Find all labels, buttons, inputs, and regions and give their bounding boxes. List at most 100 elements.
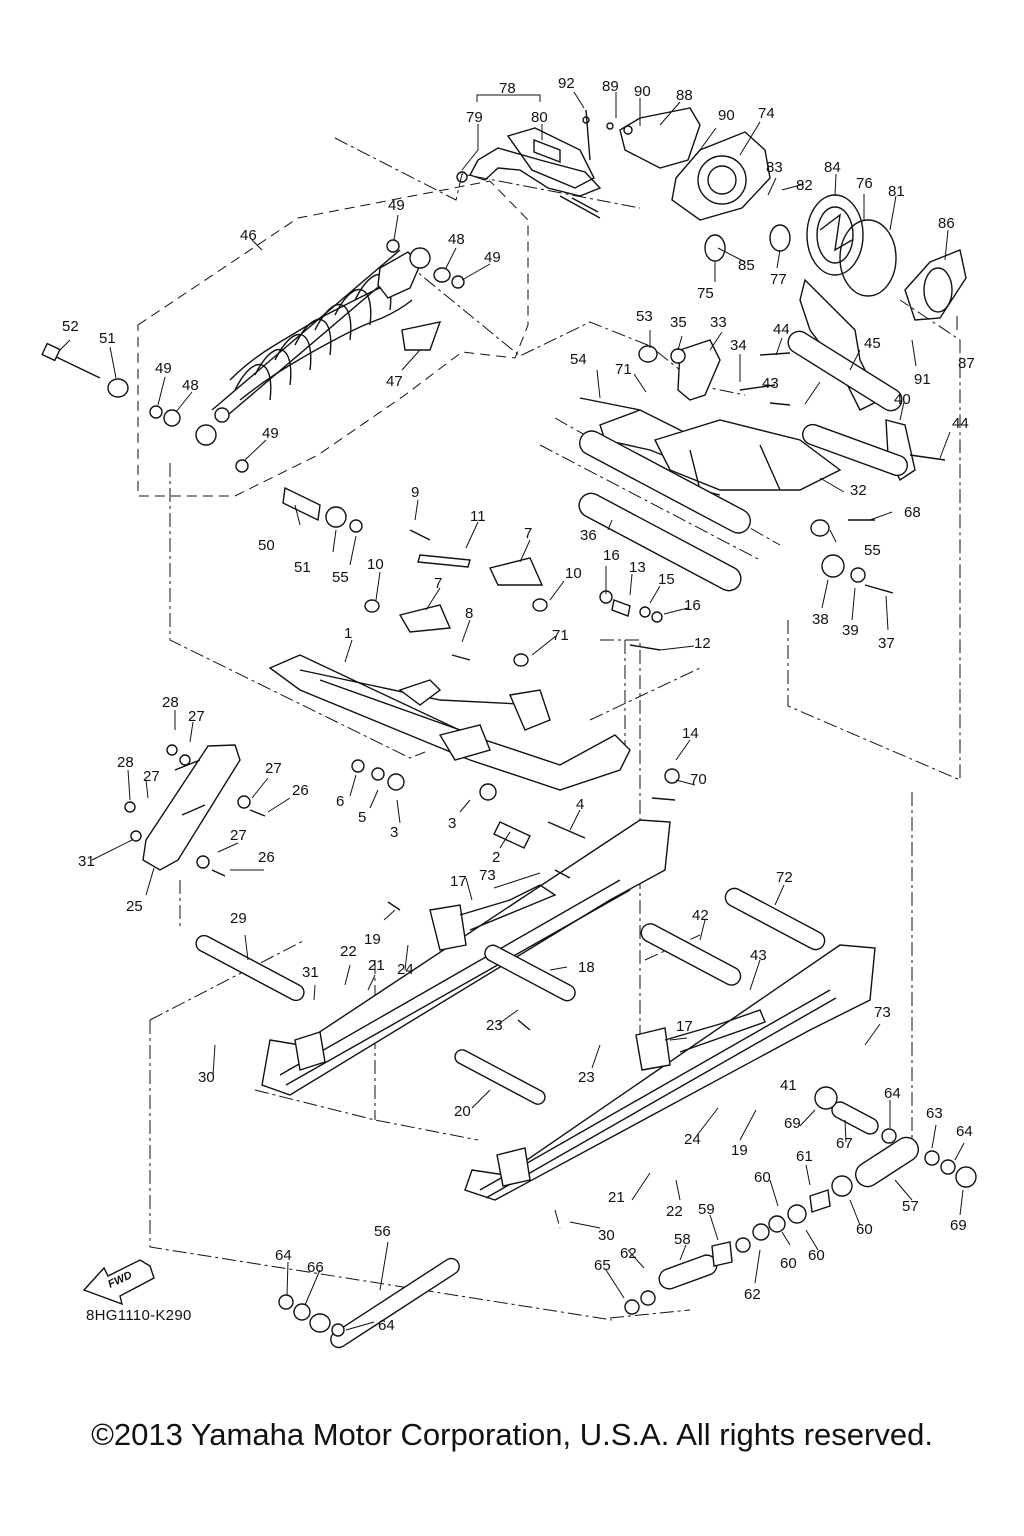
callout-75: 75 <box>697 285 714 302</box>
callout-26b: 26 <box>258 849 275 866</box>
callout-48: 48 <box>448 231 465 248</box>
callout-21b: 21 <box>608 1189 625 1206</box>
callout-44b: 44 <box>952 415 969 432</box>
callout-70: 70 <box>690 771 707 788</box>
callout-28: 28 <box>162 694 179 711</box>
callout-60d: 60 <box>780 1255 797 1272</box>
shock-mount-hardware <box>41 239 465 533</box>
callout-60c: 60 <box>808 1247 825 1264</box>
callout-27c: 27 <box>265 760 282 777</box>
rear-arm-assembly <box>578 278 946 594</box>
callout-64: 64 <box>884 1085 901 1102</box>
callout-51: 51 <box>99 330 116 347</box>
callout-30: 30 <box>198 1069 215 1086</box>
callout-62b: 62 <box>744 1286 761 1303</box>
callout-66: 66 <box>307 1259 324 1276</box>
callout-89: 89 <box>602 78 619 95</box>
callout-63: 63 <box>926 1105 943 1122</box>
callout-43b: 43 <box>750 947 767 964</box>
callout-86: 86 <box>938 215 955 232</box>
callout-59: 59 <box>698 1201 715 1218</box>
callout-3b: 3 <box>448 815 456 832</box>
callout-62: 62 <box>620 1245 637 1262</box>
callout-36: 36 <box>580 527 597 544</box>
callout-76: 76 <box>856 175 873 192</box>
callout-31b: 31 <box>302 964 319 981</box>
callout-52: 52 <box>62 318 79 335</box>
callout-54: 54 <box>570 351 587 368</box>
callout-74: 74 <box>758 105 775 122</box>
callout-87: 87 <box>958 355 975 372</box>
callout-56: 56 <box>374 1223 391 1240</box>
callout-90: 90 <box>634 83 651 100</box>
callout-22: 22 <box>340 943 357 960</box>
callout-39: 39 <box>842 622 859 639</box>
callout-41: 41 <box>780 1077 797 1094</box>
slide-rail-assembly <box>261 819 876 1201</box>
callout-73: 73 <box>479 867 496 884</box>
callout-51b: 51 <box>294 559 311 576</box>
callout-48b: 48 <box>182 377 199 394</box>
callout-16b: 16 <box>684 597 701 614</box>
callout-26: 26 <box>292 782 309 799</box>
callout-12: 12 <box>694 635 711 652</box>
callout-43: 43 <box>762 375 779 392</box>
callout-labels: 78 92 89 90 88 79 80 90 74 83 84 82 76 8… <box>62 75 975 1334</box>
callout-32: 32 <box>850 482 867 499</box>
callout-58: 58 <box>674 1231 691 1248</box>
callout-64c: 64 <box>275 1247 292 1264</box>
callout-82: 82 <box>796 177 813 194</box>
callout-83: 83 <box>766 159 783 176</box>
callout-84: 84 <box>824 159 841 176</box>
callout-31: 31 <box>78 853 95 870</box>
callout-71: 71 <box>615 361 632 378</box>
callout-92: 92 <box>558 75 575 92</box>
callout-72: 72 <box>776 869 793 886</box>
callout-8: 8 <box>465 605 473 622</box>
callout-30b: 30 <box>598 1227 615 1244</box>
callout-81: 81 <box>888 183 905 200</box>
callout-79: 79 <box>466 109 483 126</box>
diagram-reference-code: 8HG1110-K290 <box>86 1307 192 1324</box>
callout-6: 6 <box>336 793 344 810</box>
callout-17b: 17 <box>676 1018 693 1035</box>
callout-49: 49 <box>388 197 405 214</box>
callout-68: 68 <box>904 504 921 521</box>
callout-1: 1 <box>344 625 352 642</box>
drive-gear-housing <box>606 107 967 321</box>
callout-17: 17 <box>450 873 467 890</box>
callout-73b: 73 <box>874 1004 891 1021</box>
callout-40: 40 <box>894 391 911 408</box>
callout-29: 29 <box>230 910 247 927</box>
callout-9: 9 <box>411 484 419 501</box>
tension-hardware <box>278 1086 977 1337</box>
callout-37: 37 <box>878 635 895 652</box>
callout-22b: 22 <box>666 1203 683 1220</box>
callout-49c: 49 <box>155 360 172 377</box>
adjuster-cable-assembly <box>456 109 602 219</box>
callout-24: 24 <box>397 961 414 978</box>
callout-55b: 55 <box>332 569 349 586</box>
callout-60b: 60 <box>856 1221 873 1238</box>
callout-18: 18 <box>578 959 595 976</box>
callout-16: 16 <box>603 547 620 564</box>
callout-35: 35 <box>670 314 687 331</box>
callout-leaders <box>59 91 965 1331</box>
callout-60: 60 <box>754 1169 771 1186</box>
callout-23: 23 <box>486 1017 503 1034</box>
callout-25: 25 <box>126 898 143 915</box>
forward-direction-arrow: FWD <box>82 1259 155 1306</box>
callout-49b: 49 <box>484 249 501 266</box>
callout-64d: 64 <box>378 1317 395 1334</box>
shafts <box>195 887 919 1349</box>
callout-14: 14 <box>682 725 699 742</box>
callout-80: 80 <box>531 109 548 126</box>
callout-13: 13 <box>629 559 646 576</box>
callout-53: 53 <box>636 308 653 325</box>
callout-5: 5 <box>358 809 366 826</box>
callout-34: 34 <box>730 337 747 354</box>
callout-20: 20 <box>454 1103 471 1120</box>
callout-19b: 19 <box>731 1142 748 1159</box>
rear-shock-absorber <box>195 247 442 446</box>
callout-65: 65 <box>594 1257 611 1274</box>
